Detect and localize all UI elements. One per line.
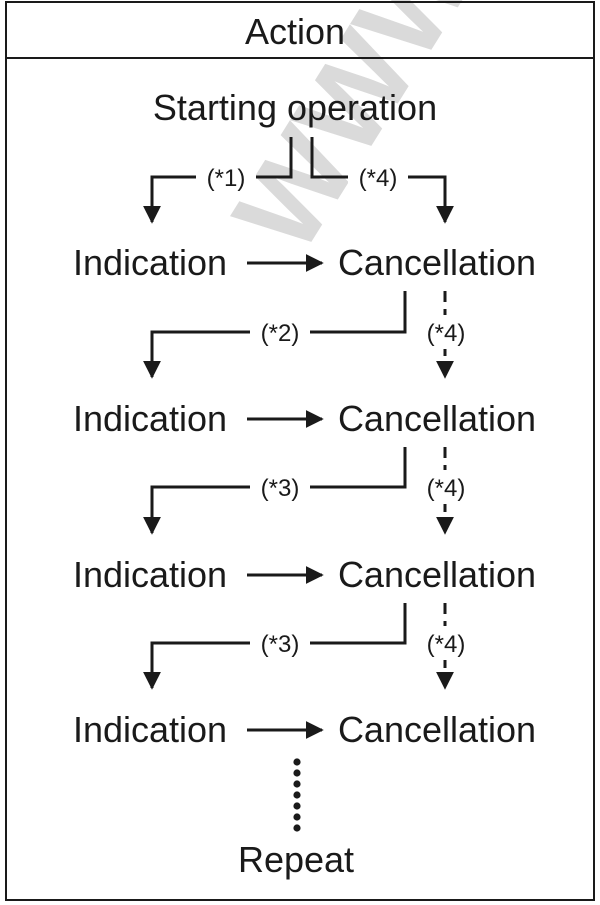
- note-label: (*4): [427, 320, 466, 347]
- transition-4: (*3) (*4): [143, 603, 474, 690]
- indication-node: Indication: [73, 398, 227, 439]
- note-label: (*4): [359, 165, 398, 192]
- transition-2: (*2) (*4): [143, 291, 474, 379]
- note-label: (*1): [207, 165, 246, 192]
- repeat-dot: [293, 813, 301, 821]
- note-bg-3a: [250, 470, 310, 504]
- note-bg-2b: [418, 315, 474, 349]
- note-label: (*4): [427, 631, 466, 658]
- cancellation-node: Cancellation: [338, 554, 536, 595]
- note-label: (*2): [261, 320, 300, 347]
- repeat-dot: [293, 802, 301, 810]
- transition-3: (*3) (*4): [143, 447, 474, 535]
- start-branch: (*1) (*4): [143, 137, 454, 224]
- flow-row-1: Indication Cancellation: [73, 242, 536, 283]
- flow-row-3: Indication Cancellation: [73, 554, 536, 595]
- note-bg-1a: [196, 160, 256, 194]
- flow-row-2: Indication Cancellation: [73, 398, 536, 439]
- indication-node: Indication: [73, 709, 227, 750]
- cancellation-node: Cancellation: [338, 709, 536, 750]
- cancellation-node: Cancellation: [338, 242, 536, 283]
- repeat-label: Repeat: [238, 839, 354, 880]
- repeat-dot: [293, 758, 301, 766]
- repeat-dot: [293, 824, 301, 832]
- outer-frame: [5, 1, 595, 901]
- start-node: Starting operation: [153, 87, 437, 128]
- note-label: (*3): [261, 631, 300, 658]
- indication-node: Indication: [73, 242, 227, 283]
- note-label: (*3): [261, 475, 300, 502]
- note-label: (*4): [427, 475, 466, 502]
- cancellation-node: Cancellation: [338, 398, 536, 439]
- note-bg-2a: [250, 315, 310, 349]
- repeat-dot: [293, 769, 301, 777]
- header-title: Action: [245, 11, 345, 52]
- flow-row-4: Indication Cancellation: [73, 709, 536, 750]
- repeat-dot: [293, 780, 301, 788]
- note-bg-4a: [250, 626, 310, 660]
- note-bg-3b: [418, 470, 474, 504]
- note-bg-4b: [418, 626, 474, 660]
- note-bg-1b: [348, 160, 408, 194]
- indication-node: Indication: [73, 554, 227, 595]
- repeat-dots: [293, 758, 301, 832]
- repeat-dot: [293, 791, 301, 799]
